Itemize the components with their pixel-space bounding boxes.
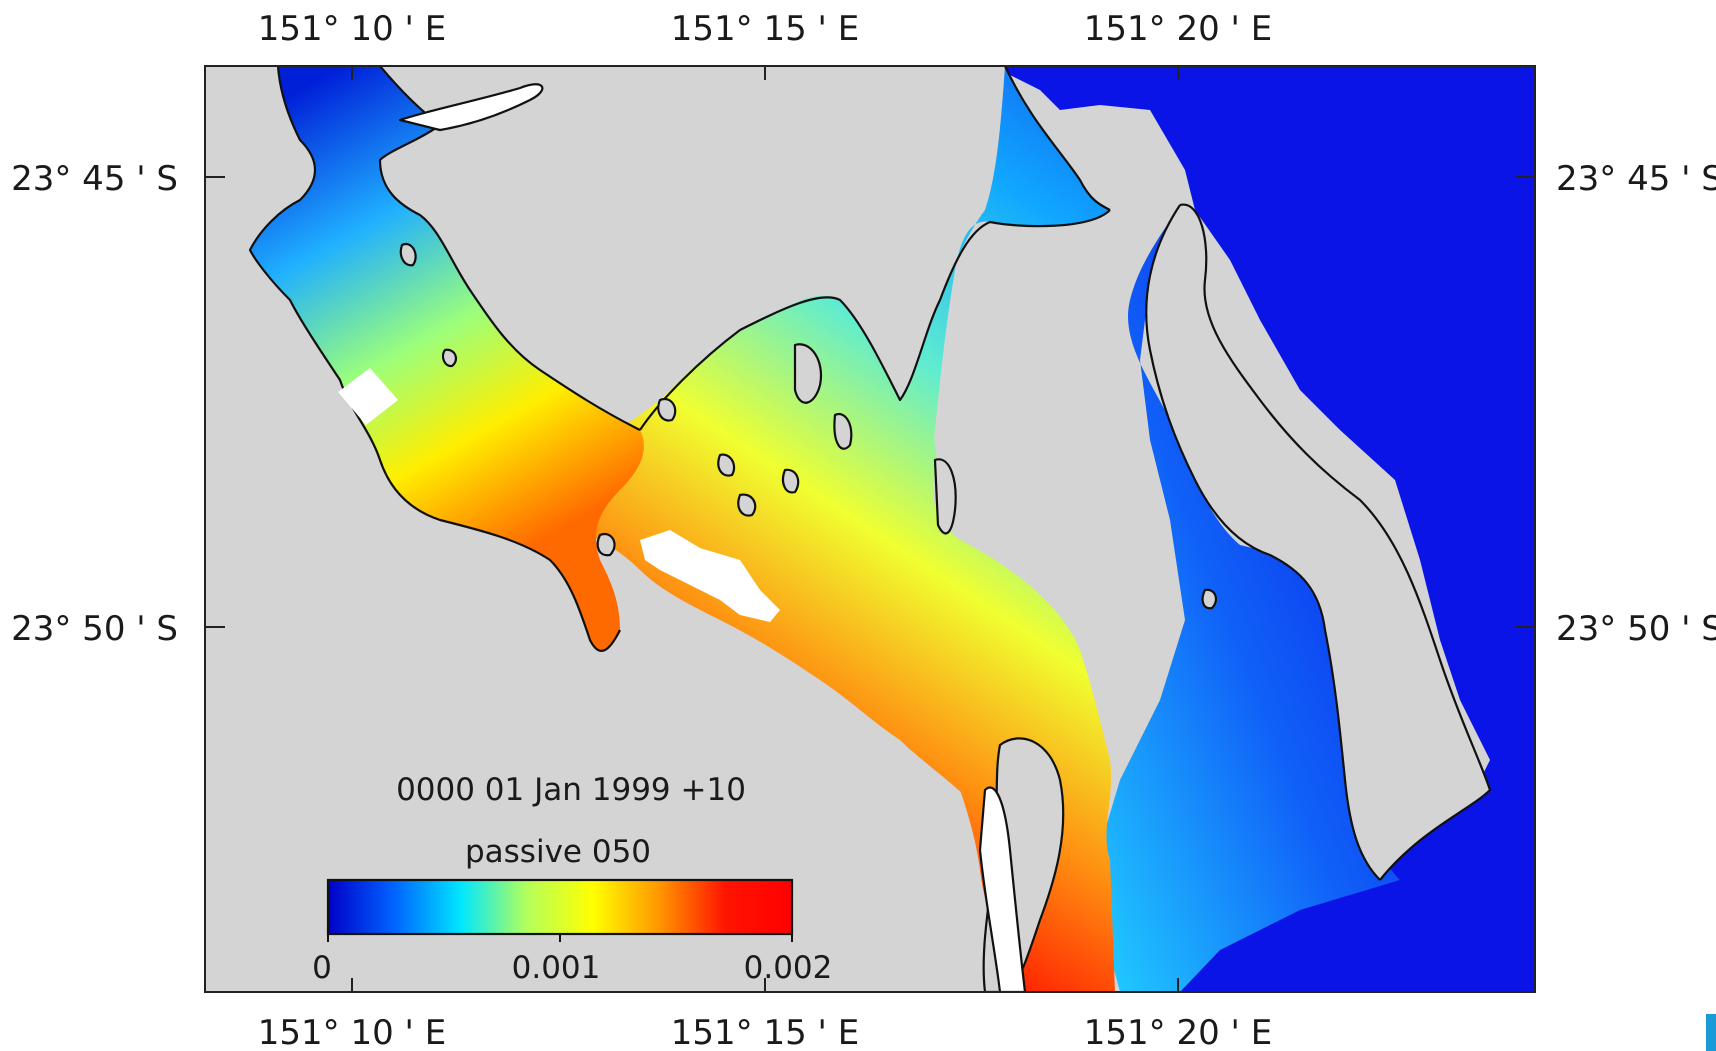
masked-cells-south xyxy=(640,530,780,622)
coastlines xyxy=(248,66,1492,992)
lon-label-top-1: 151° 10 ' E xyxy=(258,9,446,49)
estuary-core-water xyxy=(480,430,1060,905)
lat-label-left-2: 23° 50 ' S xyxy=(11,609,178,649)
lat-label-right-2: 23° 50 ' S xyxy=(1556,609,1716,649)
curtis-island-land xyxy=(1146,204,1490,881)
lon-label-top-2: 151° 15 ' E xyxy=(671,9,859,49)
lon-label-bottom-2: 151° 15 ' E xyxy=(671,1013,859,1051)
axis-ticks xyxy=(205,66,1535,992)
variable-label: passive 050 xyxy=(465,834,651,870)
lon-label-bottom-1: 151° 10 ' E xyxy=(258,1013,446,1051)
colorbar-label-0: 0 xyxy=(312,950,332,986)
map-frame xyxy=(204,65,1536,993)
colorbar xyxy=(326,878,794,936)
eastern-channel-water xyxy=(1090,205,1400,992)
lon-label-bottom-3: 151° 20 ' E xyxy=(1084,1013,1272,1051)
colorbar-label-1: 0.001 xyxy=(512,950,601,986)
plot-area: 0 0.001 0.002 0000 01 Jan 1999 +10 passi… xyxy=(205,66,1535,992)
offshore-water xyxy=(1005,66,1535,992)
timestamp-label: 0000 01 Jan 1999 +10 xyxy=(396,772,746,808)
lon-label-top-3: 151° 20 ' E xyxy=(1084,9,1272,49)
lat-label-left-1: 23° 45 ' S xyxy=(11,159,178,199)
corner-accent-mark xyxy=(1706,1014,1716,1051)
lat-label-right-1: 23° 45 ' S xyxy=(1556,159,1716,199)
estuary-water xyxy=(400,66,1115,992)
masked-cells-west xyxy=(338,368,398,425)
colorbar-label-2: 0.002 xyxy=(744,950,833,986)
